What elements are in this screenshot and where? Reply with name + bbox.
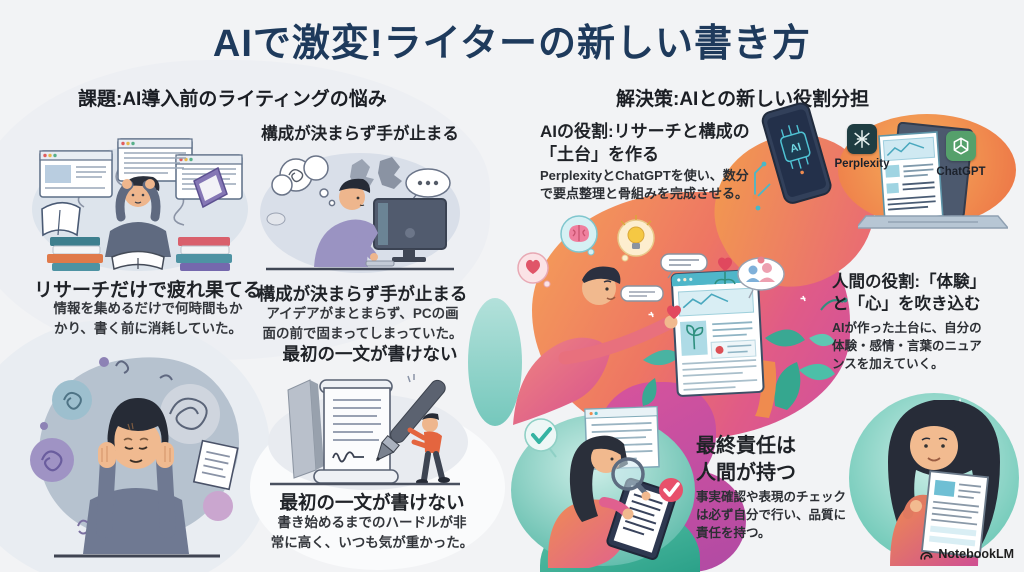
small-writer-person xyxy=(407,413,450,485)
brand-label: NotebookLM xyxy=(938,547,1014,561)
open-book xyxy=(41,201,81,237)
page-title: AIで激変!ライターの新しい書き方 xyxy=(212,23,812,65)
block1-desc: PerplexityとChatGPTを使い、数分 で要点整理と骨組みを完成させる… xyxy=(540,168,749,202)
item1-desc: 情報を集めるだけで何時間もか かり、書く前に消耗していた。 xyxy=(53,301,243,336)
block3-desc: 事実確認や表現のチェック は必ず自分で行い、品質に 責任を持つ。 xyxy=(696,490,847,540)
giant-pen xyxy=(375,379,446,462)
swirl-clouds xyxy=(30,357,233,535)
monitor xyxy=(373,198,447,262)
item2-top-label: 構成が決まらず手が止まる xyxy=(261,125,459,143)
laptop-illustration xyxy=(858,122,1008,229)
item3-desc: 書き始めるまでのハードルが非 常に高く、いつも気が重かった。 xyxy=(270,515,474,550)
illustration-quality-owner xyxy=(849,393,1019,566)
item3-label: 最初の一文が書けない xyxy=(279,492,465,513)
scroll-paper xyxy=(313,379,399,484)
bg-teal-crescent xyxy=(468,298,522,426)
checking-woman xyxy=(547,435,677,568)
perplexity-icon xyxy=(847,124,877,154)
illustration-fact-check xyxy=(511,406,695,568)
block1-title: AIの役割:リサーチと構成の 「土台」を作る xyxy=(540,122,750,164)
ai-chip-label: AI xyxy=(789,141,803,156)
illustration-anxiety xyxy=(30,357,240,558)
perplexity-label: Perplexity xyxy=(834,158,890,170)
result-document xyxy=(920,470,990,558)
item2-desc: アイデアがまとまらず、PCの画 面の前で固まってしまっていた。 xyxy=(262,306,463,341)
illustration-research-fatigue xyxy=(32,138,248,271)
anxious-person xyxy=(83,398,189,554)
ai-phone-illustration: AI xyxy=(752,102,832,211)
book-stack-right xyxy=(176,237,232,271)
check-bubble xyxy=(524,418,558,458)
chatgpt-icon xyxy=(946,131,976,161)
item3-top-label: 最初の一文が書けない xyxy=(282,344,458,364)
note-paper xyxy=(192,439,239,491)
red-check-badge xyxy=(659,478,683,502)
circuit-traces xyxy=(752,161,771,211)
magnifying-glass xyxy=(611,457,645,491)
heart-in-hand xyxy=(667,305,681,319)
idea-bubbles xyxy=(517,215,806,318)
block2-title: 人間の役割:「体験」 と「心」を吹き込む xyxy=(832,273,986,313)
chatgpt-label: ChatGPT xyxy=(936,166,986,178)
writer-person xyxy=(513,266,681,425)
item2-label: 構成が決まらず手が止まる xyxy=(257,284,468,304)
block2-desc: AIが作った土台に、自分の 体験・感情・言葉のニュア ンスを加えていく。 xyxy=(832,321,982,371)
draft-browser-window xyxy=(670,269,765,397)
illustration-first-sentence xyxy=(268,374,468,490)
illustration-stuck-structure xyxy=(260,153,460,273)
illustration-human-touch xyxy=(513,215,848,425)
book-stack-left xyxy=(47,237,103,271)
left-section-heading: 課題:AI導入前のライティングの悩み xyxy=(78,89,387,110)
notebooklm-icon xyxy=(920,551,933,560)
plants-left xyxy=(642,349,681,406)
plants-right xyxy=(755,297,848,418)
gray-slab xyxy=(287,379,324,479)
thought-clouds xyxy=(266,155,451,226)
item1-label: リサーチだけで疲れ果てる xyxy=(33,280,262,301)
block3-title: 最終責任は 人間が持つ xyxy=(696,435,796,484)
stressed-person xyxy=(105,176,171,271)
brand-watermark: NotebookLM xyxy=(880,547,1014,561)
person-at-computer xyxy=(314,178,395,267)
